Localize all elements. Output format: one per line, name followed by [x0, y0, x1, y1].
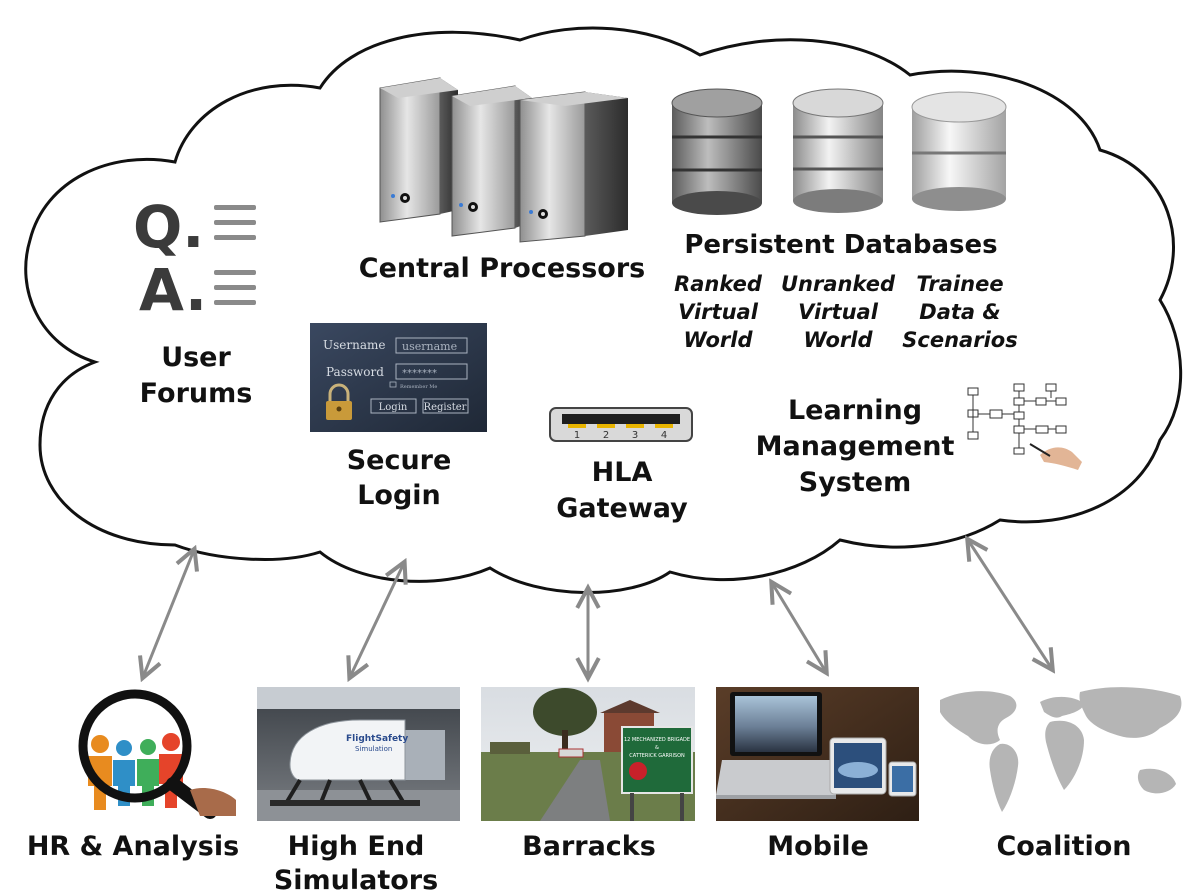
svg-text:HLA: HLA	[592, 457, 653, 488]
svg-text:Learning: Learning	[788, 395, 922, 426]
svg-text:System: System	[799, 467, 911, 498]
simulator-photo: FlightSafety Simulation	[257, 687, 460, 821]
qa-icon: Q. A.	[133, 193, 256, 324]
database-icon-mid	[792, 88, 884, 213]
svg-text:Trainee: Trainee	[916, 272, 1003, 296]
svg-text:Gateway: Gateway	[556, 493, 688, 524]
mobile-label: Mobile	[767, 831, 869, 862]
svg-text:Data &: Data &	[919, 300, 1000, 324]
hla-gateway-label: HLA Gateway	[556, 457, 688, 524]
tablet-icon	[829, 737, 887, 795]
flowchart-drawing-icon	[967, 383, 1067, 455]
db-label-trainee: Trainee Data & Scenarios	[902, 272, 1017, 352]
svg-text:High End: High End	[288, 831, 425, 862]
svg-text:Simulation: Simulation	[355, 745, 392, 753]
laptop-icon	[716, 692, 836, 799]
coalition-label: Coalition	[996, 831, 1131, 862]
svg-text:Secure: Secure	[347, 445, 452, 476]
svg-text:Password: Password	[326, 365, 384, 379]
persistent-databases-label: Persistent Databases	[684, 230, 997, 260]
hr-analysis-label: HR & Analysis	[27, 831, 239, 862]
svg-text:3: 3	[632, 430, 638, 441]
central-processors-label: Central Processors	[359, 253, 646, 284]
user-forums-label: User Forums	[140, 342, 253, 409]
mobile-devices-photo	[716, 687, 919, 821]
svg-text:World: World	[803, 328, 873, 352]
register-button[interactable]	[422, 398, 469, 414]
simulators-label: High End Simulators	[274, 831, 438, 895]
svg-text:username: username	[402, 340, 457, 353]
svg-text:Scenarios: Scenarios	[902, 328, 1017, 352]
svg-text:1: 1	[574, 430, 580, 441]
secure-login-label: Secure Login	[347, 445, 452, 511]
svg-text:Management: Management	[756, 431, 955, 462]
svg-text:Login: Login	[379, 402, 408, 413]
arrow-mobile	[772, 583, 826, 672]
svg-text:12 MECHANIZED BRIGADE: 12 MECHANIZED BRIGADE	[624, 737, 690, 743]
qa-q-letter: Q.	[133, 193, 204, 261]
svg-text:Unranked: Unranked	[781, 272, 896, 296]
database-icon-light	[911, 91, 1007, 211]
svg-text:World: World	[683, 328, 753, 352]
svg-text:Virtual: Virtual	[678, 300, 759, 324]
remember-me-checkbox[interactable]	[389, 381, 397, 388]
svg-text:&: &	[655, 745, 659, 751]
lms-label: Learning Management System	[756, 395, 955, 498]
usb-connector-icon: 1 2 3 4	[549, 407, 693, 442]
barracks-label: Barracks	[522, 831, 656, 862]
svg-text:Virtual: Virtual	[798, 300, 879, 324]
padlock-icon	[326, 383, 352, 420]
svg-text:2: 2	[603, 430, 609, 441]
svg-text:4: 4	[661, 430, 667, 441]
svg-text:Ranked: Ranked	[674, 272, 763, 296]
database-icon-dark	[671, 88, 763, 215]
svg-text:CATTERICK GARRISON: CATTERICK GARRISON	[629, 753, 685, 759]
phone-icon	[888, 761, 917, 797]
arrow-hr	[143, 550, 194, 677]
svg-text:Login: Login	[357, 480, 441, 511]
arrow-coalition	[968, 540, 1052, 669]
qa-a-letter: A.	[139, 256, 207, 324]
svg-text:Simulators: Simulators	[274, 865, 438, 895]
svg-text:Remember Me: Remember Me	[400, 384, 437, 390]
cloud-outline	[24, 26, 1183, 594]
barracks-photo: 12 MECHANIZED BRIGADE & CATTERICK GARRIS…	[481, 687, 695, 821]
arrow-simulators	[350, 563, 404, 677]
login-button[interactable]	[370, 398, 417, 414]
connection-arrows	[143, 540, 1052, 677]
password-field[interactable]	[395, 363, 468, 380]
svg-text:FlightSafety: FlightSafety	[346, 734, 408, 744]
hr-analysis-image	[40, 686, 236, 819]
db-label-ranked: Ranked Virtual World	[674, 272, 763, 352]
svg-text:Register: Register	[424, 402, 467, 413]
svg-text:User: User	[161, 342, 231, 373]
svg-text:Username: Username	[323, 338, 385, 352]
magnifier-icon	[78, 689, 236, 819]
svg-text:Forums: Forums	[140, 378, 253, 409]
hand-with-pen-icon	[1029, 443, 1082, 470]
username-field[interactable]	[395, 337, 468, 354]
login-panel: Username username Password ******* Remem…	[310, 323, 487, 432]
svg-text:*******: *******	[402, 368, 437, 379]
central-processors-icon	[379, 77, 628, 243]
db-label-unranked: Unranked Virtual World	[781, 272, 896, 352]
world-map-icon	[940, 687, 1182, 812]
